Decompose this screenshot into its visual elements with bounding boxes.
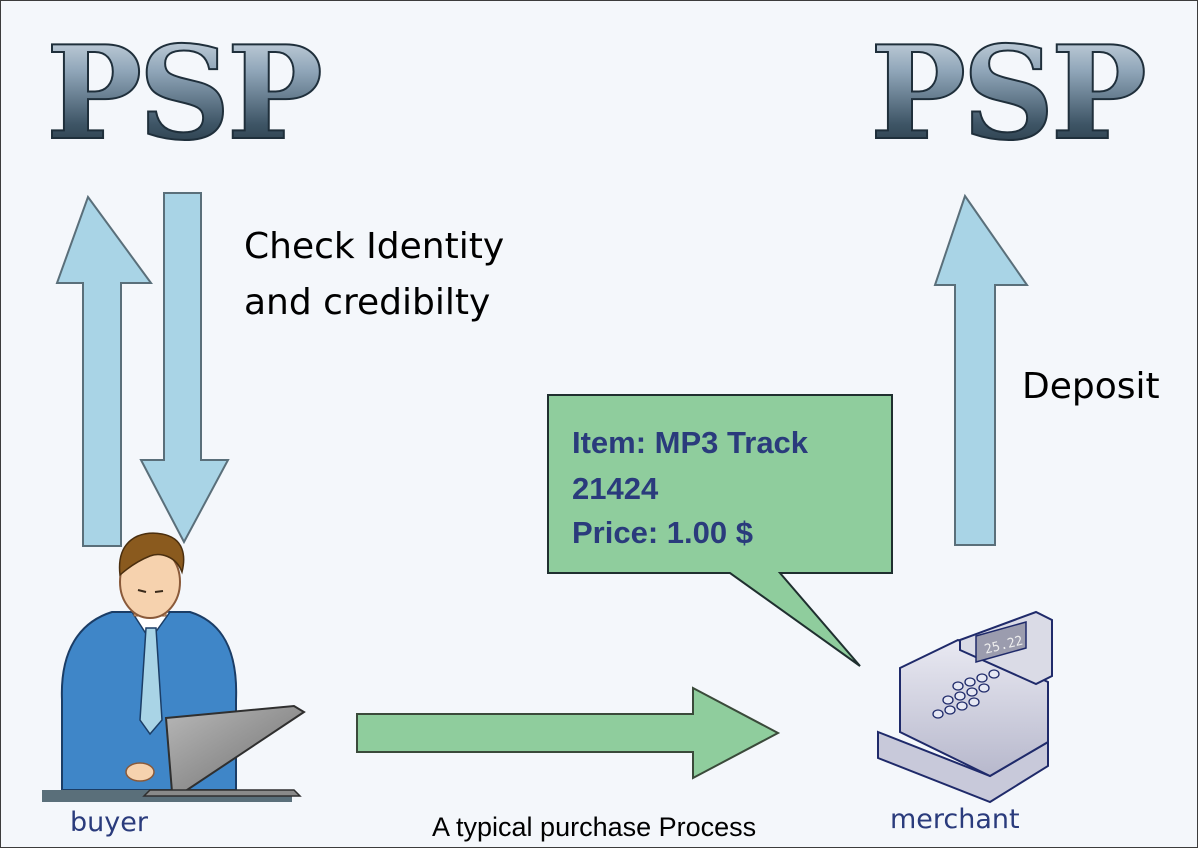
item-speech-bubble [547, 394, 893, 667]
deposit-label: Deposit [1022, 366, 1160, 407]
psp-logo-left: PSP [46, 19, 321, 169]
cash-register-icon: 25.22 [877, 610, 1053, 804]
purchase-arrow [356, 686, 781, 780]
buyer-at-laptop-icon [42, 532, 306, 802]
bubble-id-line: 21424 [572, 471, 659, 506]
up-arrow-left [55, 194, 153, 547]
down-arrow-left [139, 192, 230, 545]
merchant-label: merchant [890, 804, 1020, 835]
diagram-caption: A typical purchase Process [432, 812, 756, 842]
buyer-label: buyer [70, 807, 149, 838]
up-arrow-right [933, 193, 1029, 546]
check-identity-label: Check Identity [244, 226, 504, 267]
credibility-label: and credibilty [244, 282, 490, 323]
bubble-item-line: Item: MP3 Track [572, 425, 809, 460]
bubble-price-line: Price: 1.00 $ [572, 515, 753, 550]
psp-logo-right: PSP [870, 19, 1145, 169]
